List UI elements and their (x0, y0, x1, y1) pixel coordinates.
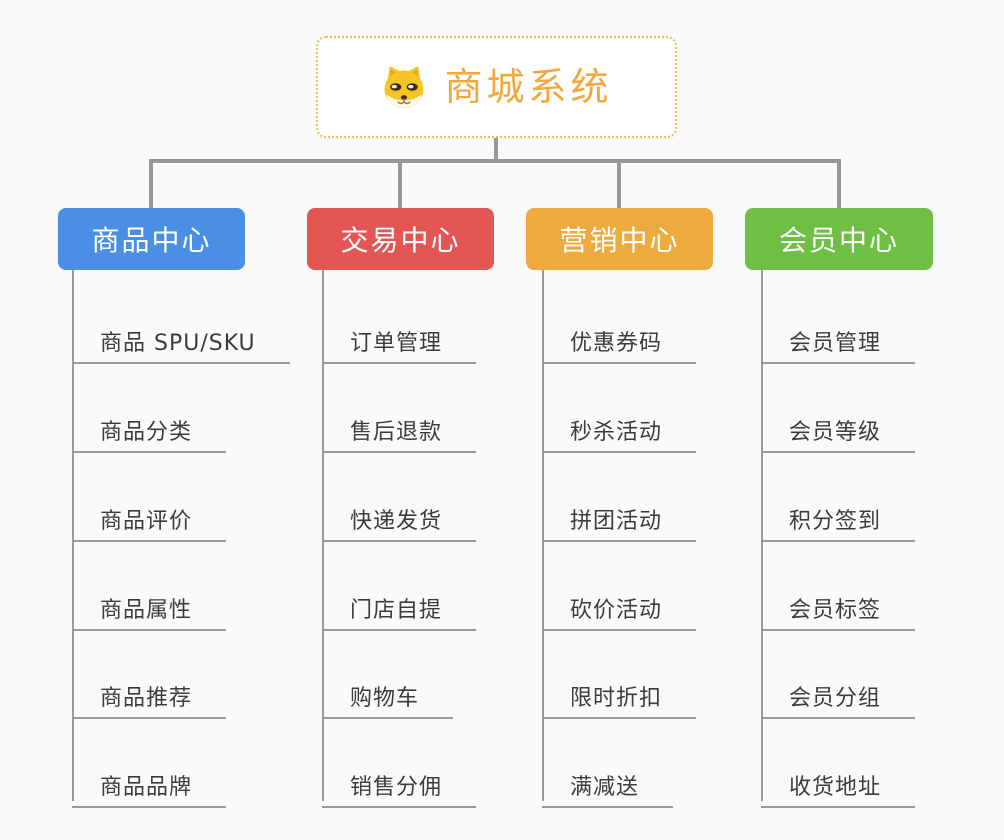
branch-node-member-center[interactable]: 会员中心 (745, 208, 933, 270)
leaf-node[interactable]: 满减送 (542, 755, 674, 808)
root-node[interactable]: 商城系统 (316, 36, 677, 138)
connector-drop-trade (398, 159, 402, 208)
leaf-node[interactable]: 拼团活动 (542, 489, 697, 542)
leaf-node[interactable]: 会员标签 (761, 578, 916, 631)
leaf-node[interactable]: 商品评价 (72, 489, 227, 542)
connector-drop-member (837, 159, 841, 208)
leaf-node[interactable]: 限时折扣 (542, 666, 697, 719)
leaf-node[interactable]: 商品 SPU/SKU (72, 311, 290, 364)
leaf-node[interactable]: 积分签到 (761, 489, 916, 542)
leaf-node[interactable]: 砍价活动 (542, 578, 697, 631)
leaf-node[interactable]: 商品品牌 (72, 755, 227, 808)
leaf-node[interactable]: 商品分类 (72, 400, 227, 453)
shiba-dog-icon (384, 66, 424, 108)
column-trunk-marketing (542, 270, 544, 801)
connector-drop-marketing (617, 159, 621, 208)
leaf-node[interactable]: 会员管理 (761, 311, 916, 364)
leaf-node[interactable]: 商品推荐 (72, 666, 227, 719)
branch-node-product-center[interactable]: 商品中心 (58, 208, 245, 270)
leaf-node[interactable]: 会员分组 (761, 666, 916, 719)
leaf-node[interactable]: 售后退款 (322, 400, 477, 453)
branch-node-marketing-center[interactable]: 营销中心 (526, 208, 713, 270)
column-trunk-member (761, 270, 763, 801)
leaf-node[interactable]: 订单管理 (322, 311, 477, 364)
connector-bus (149, 159, 841, 163)
column-trunk-product (72, 270, 74, 801)
connector-root-stem (494, 138, 498, 163)
leaf-node[interactable]: 销售分佣 (322, 755, 477, 808)
column-trunk-trade (322, 270, 324, 801)
leaf-node[interactable]: 商品属性 (72, 578, 227, 631)
leaf-node[interactable]: 会员等级 (761, 400, 916, 453)
connector-drop-product (149, 159, 153, 208)
leaf-node[interactable]: 秒杀活动 (542, 400, 697, 453)
leaf-node[interactable]: 快递发货 (322, 489, 477, 542)
leaf-node[interactable]: 优惠券码 (542, 311, 697, 364)
root-title: 商城系统 (444, 65, 613, 109)
leaf-node[interactable]: 收货地址 (761, 755, 916, 808)
leaf-node[interactable]: 购物车 (322, 666, 454, 719)
branch-node-trade-center[interactable]: 交易中心 (307, 208, 494, 270)
leaf-node[interactable]: 门店自提 (322, 578, 477, 631)
